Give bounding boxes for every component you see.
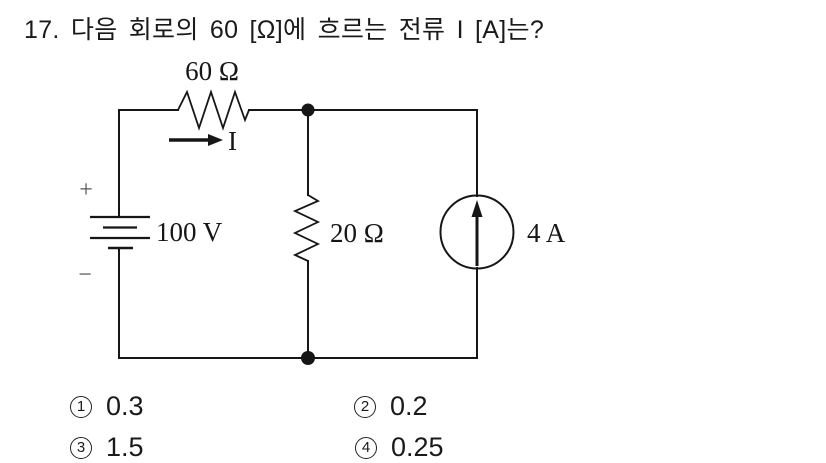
- choice-2-label: 0.2: [390, 391, 428, 421]
- plus-sign: +: [79, 177, 93, 203]
- choice-3: 3 1.5: [70, 432, 144, 463]
- choice-2: 2 0.2: [354, 391, 428, 422]
- current-arrow-head: [208, 134, 223, 146]
- choice-4-number: 4: [355, 436, 377, 459]
- node-dot-top: [301, 103, 315, 117]
- voltage-source-label: 100 V: [156, 217, 223, 247]
- current-source-symbol: [439, 194, 515, 270]
- node-dot-bottom: [301, 351, 315, 365]
- battery-symbol: [90, 215, 150, 250]
- choice-1: 1 0.3: [70, 391, 144, 422]
- resistor-20ohm-symbol: [292, 194, 321, 262]
- shunt-resistor-label: 20 Ω: [330, 218, 384, 248]
- choice-1-label: 0.3: [106, 391, 144, 421]
- choice-4-label: 0.25: [391, 432, 444, 462]
- choice-1-number: 1: [70, 395, 92, 418]
- choice-3-number: 3: [70, 436, 92, 459]
- question-title: 17. 다음 회로의 60 [Ω]에 흐르는 전류 I [A]는?: [24, 16, 545, 44]
- current-arrow-label: I: [228, 126, 237, 156]
- series-resistor-label: 60 Ω: [185, 56, 239, 86]
- minus-sign: −: [78, 262, 92, 288]
- choice-2-number: 2: [354, 395, 376, 418]
- current-source-label: 4 A: [527, 218, 566, 248]
- current-source-arrow-head: [471, 200, 483, 217]
- choice-4: 4 0.25: [355, 432, 444, 463]
- choice-3-label: 1.5: [106, 432, 144, 462]
- resistor-60ohm-symbol: [177, 89, 250, 131]
